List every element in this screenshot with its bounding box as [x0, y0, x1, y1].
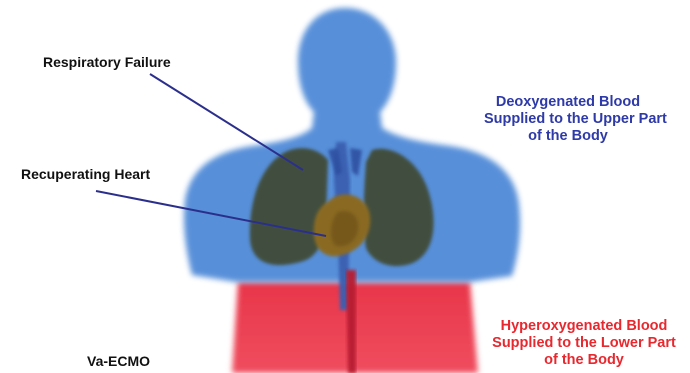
- hyperoxygenated-line-2: Supplied to the Lower Part: [484, 335, 684, 352]
- deoxygenated-line-1: Deoxygenated Blood: [484, 94, 652, 111]
- deoxygenated-blood-label: Deoxygenated Blood Supplied to the Upper…: [484, 94, 652, 145]
- hyperoxygenated-line-1: Hyperoxygenated Blood: [484, 318, 684, 335]
- deoxygenated-line-2: Supplied to the Upper Part: [484, 111, 652, 128]
- hyperoxygenated-blood-label: Hyperoxygenated Blood Supplied to the Lo…: [484, 318, 684, 369]
- respiratory-failure-label: Respiratory Failure: [43, 54, 171, 71]
- recuperating-heart-label: Recuperating Heart: [21, 166, 150, 183]
- deoxygenated-line-3: of the Body: [484, 128, 652, 145]
- hyperoxygenated-line-3: of the Body: [484, 352, 684, 369]
- va-ecmo-label: Va-ECMO: [87, 353, 150, 370]
